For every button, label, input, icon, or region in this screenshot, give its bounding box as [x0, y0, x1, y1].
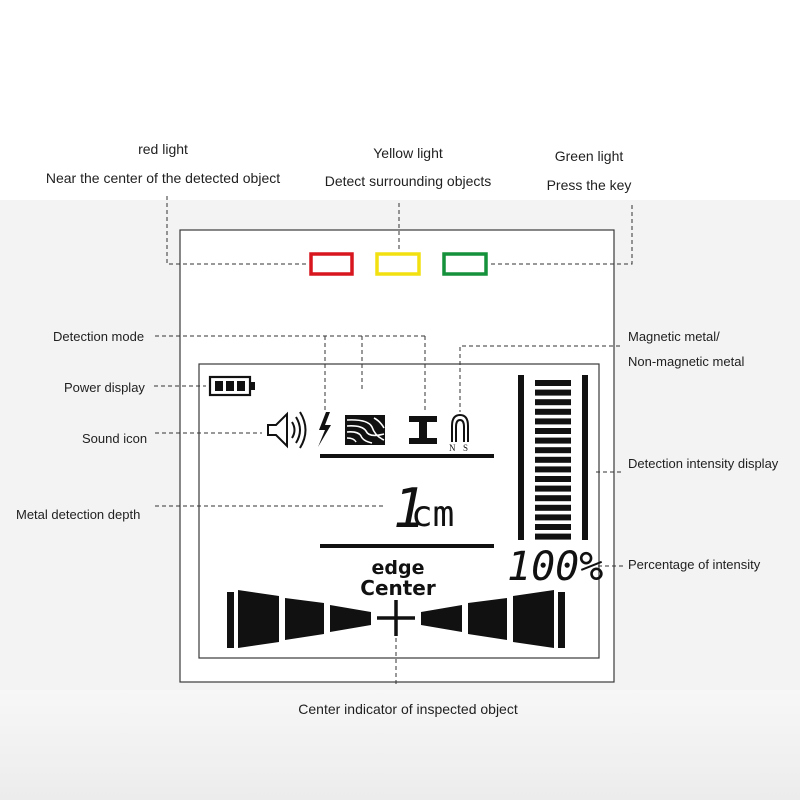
green-led	[442, 252, 488, 276]
center-label: Center	[360, 576, 436, 600]
metal-depth-label: Metal detection depth	[16, 507, 141, 522]
intensity-segment	[535, 514, 571, 521]
intensity-segment	[535, 428, 571, 434]
sound-icon-label: Sound icon	[82, 431, 148, 446]
intensity-segment	[535, 495, 571, 502]
lightning-icon	[318, 412, 331, 447]
power-display-label: Power display	[64, 380, 145, 395]
battery-cell	[237, 381, 245, 391]
magnet-pole-s: S	[463, 443, 468, 453]
red-led	[309, 252, 354, 276]
intensity-segment	[535, 466, 571, 473]
magnetic-label-line2: Non-magnetic metal	[628, 354, 745, 369]
magnet-pole-n: N	[449, 443, 456, 453]
intensity-segment	[535, 476, 571, 482]
intensity-segment	[535, 437, 571, 444]
speaker-icon	[267, 411, 307, 449]
intensity-segment	[535, 389, 571, 396]
yellow-led	[375, 252, 421, 276]
magnet-icon	[451, 413, 469, 442]
intensity-segment	[535, 447, 571, 454]
depth-unit: cm	[411, 494, 454, 535]
center-wedges	[227, 590, 565, 648]
magnetic-label-line1: Magnetic metal/	[628, 329, 720, 344]
battery-icon	[208, 375, 255, 397]
intensity-percent-label: Percentage of intensity	[628, 557, 761, 572]
intensity-frame-left	[518, 375, 524, 540]
yellow-light-title: Yellow light	[373, 145, 443, 161]
intensity-display-label: Detection intensity display	[628, 456, 779, 471]
mode-underline	[320, 454, 494, 458]
intensity-segment	[535, 380, 571, 386]
intensity-percent-value: 100%	[507, 544, 603, 590]
intensity-segment	[535, 524, 571, 530]
battery-cell	[226, 381, 234, 391]
intensity-frame-right	[582, 375, 588, 540]
center-crosshair	[377, 600, 415, 636]
center-indicator-label: Center indicator of inspected object	[298, 701, 518, 717]
wood-icon	[345, 415, 385, 445]
intensity-segment	[535, 408, 571, 415]
depth-value: 1	[393, 477, 426, 540]
intensity-bars	[535, 380, 571, 540]
intensity-segment	[535, 456, 571, 463]
depth-underline	[320, 544, 494, 548]
intensity-segment	[535, 533, 571, 540]
battery-cell	[215, 381, 223, 391]
detection-mode-label: Detection mode	[53, 329, 145, 344]
intensity-segment	[535, 399, 571, 406]
edge-label: edge	[372, 557, 425, 579]
green-light-desc: Press the key	[546, 177, 632, 193]
bottom-background	[0, 690, 800, 800]
red-light-desc: Near the center of the detected object	[45, 170, 281, 186]
metal-beam-icon	[409, 416, 437, 444]
green-light-title: Green light	[554, 148, 624, 164]
intensity-segment	[535, 418, 571, 425]
intensity-segment	[535, 485, 571, 492]
intensity-segment	[535, 504, 571, 511]
red-light-title: red light	[138, 141, 188, 157]
yellow-light-desc: Detect surrounding objects	[324, 173, 492, 189]
leader-lines	[154, 196, 633, 686]
